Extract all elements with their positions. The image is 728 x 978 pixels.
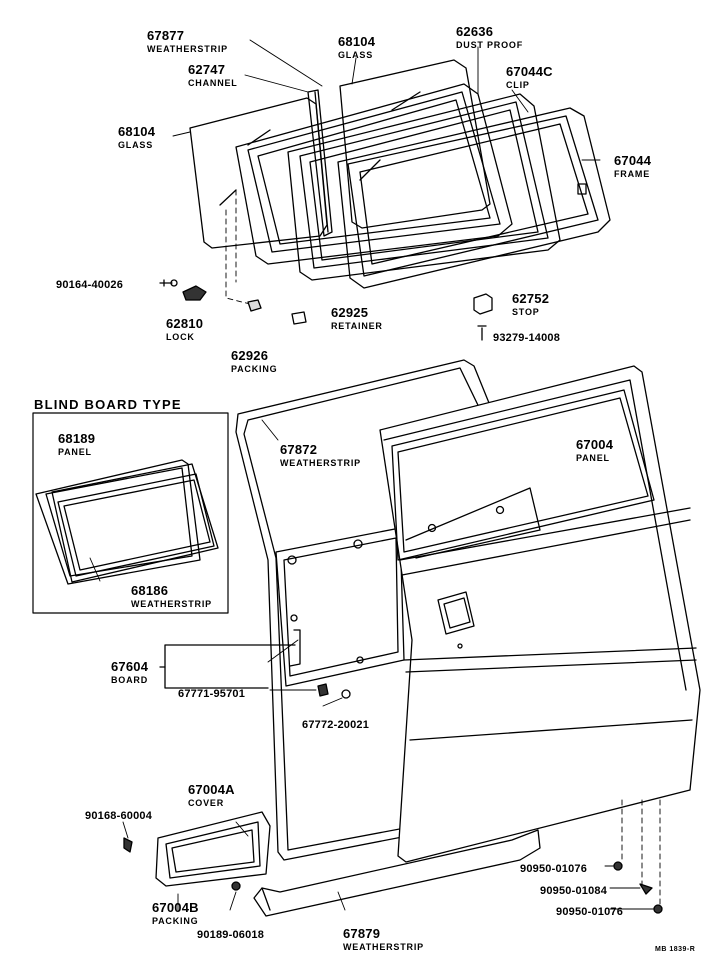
part-name: WEATHERSTRIP [147,44,228,54]
part-name: STOP [512,307,540,317]
part-name: FRAME [614,169,650,179]
trim-board [275,527,405,687]
label-90189: 90189-06018 [197,926,264,942]
part-name: DUST PROOF [456,40,524,50]
label-62926: 62926 PACKING [231,348,277,374]
label-67879: 67879 WEATHERSTRIP [343,926,424,952]
label-67604: 67604 BOARD [111,659,148,685]
part-name: GLASS [118,140,154,150]
part-number: 67872 [280,442,318,457]
part-number: 93279-14008 [493,332,561,344]
part-number: 62810 [166,316,204,331]
part-name: WEATHERSTRIP [343,942,424,952]
label-67877: 67877 WEATHERSTRIP [147,28,228,54]
label-93279: 93279-14008 [493,329,560,345]
part-number: 67004A [188,782,235,797]
dust-proof-frame [287,93,561,281]
part-name: WEATHERSTRIP [280,458,361,468]
board-bracket [159,644,296,668]
blind-board-box [32,412,229,614]
label-67004b: 67004B PACKING [152,900,199,926]
part-name: PACKING [231,364,278,374]
part-name: PANEL [576,453,610,463]
part-number: 62926 [231,348,269,363]
part-number: 90950-01076 [520,863,588,875]
part-name: LOCK [166,332,195,342]
part-number: 68186 [131,583,169,598]
part-number: 68104 [118,124,156,139]
blind-board-panel [35,459,219,585]
part-number: 67879 [343,926,381,941]
clip-fasteners [317,683,351,699]
part-number: 62925 [331,305,369,320]
part-number: 67004 [576,437,614,452]
part-name: RETAINER [331,321,383,331]
label-67771: 67771-95701 [178,685,245,701]
blind-board-title: BLIND BOARD TYPE [34,397,182,412]
label-90950-01076-b: 90950-01076 [556,903,623,919]
part-number: 90168-60004 [85,810,153,822]
part-number: 62636 [456,24,494,39]
label-62810: 62810 LOCK [166,316,203,342]
label-67872: 67872 WEATHERSTRIP [280,442,361,468]
label-62636: 62636 DUST PROOF [456,24,523,50]
part-name: CLIP [506,80,530,90]
part-number: 90950-01076 [556,906,624,918]
label-90950-01084: 90950-01084 [540,882,607,898]
frame-outer [337,107,611,289]
small-hardware [159,279,493,341]
label-67044: 67044 FRAME [614,153,651,179]
part-name: PANEL [58,447,92,457]
weatherstrip-inner [235,83,513,265]
channel [307,89,333,237]
drawing-code: MB 1839-R [655,946,696,953]
part-name: WEATHERSTRIP [131,599,212,609]
label-67004: 67004 PANEL [576,437,613,463]
part-number: 90950-01084 [540,885,608,897]
label-68104-upper: 68104 GLASS [338,34,375,60]
label-68186: 68186 WEATHERSTRIP [131,583,212,609]
label-90950-01076-a: 90950-01076 [520,860,587,876]
part-number: 67004B [152,900,199,915]
label-67044c: 67044C CLIP [506,64,553,90]
label-62747: 62747 CHANNEL [188,62,238,88]
cover-packing [123,811,271,891]
label-90168: 90168-60004 [85,807,152,823]
part-number: 67877 [147,28,185,43]
label-90164: 90164-40026 [56,276,123,292]
lower-weatherstrip [253,829,541,917]
leader-lines [89,39,655,911]
label-62752: 62752 STOP [512,291,549,317]
label-62925: 62925 RETAINER [331,305,383,331]
glass-left [189,97,328,249]
label-68189: 68189 PANEL [58,431,95,457]
label-67004a: 67004A COVER [188,782,235,808]
part-number: 67044C [506,64,553,79]
part-name: PACKING [152,916,199,926]
part-number: 67604 [111,659,149,674]
part-number: 68189 [58,431,96,446]
lower-fasteners [613,861,663,914]
part-number: 62752 [512,291,550,306]
part-number: 62747 [188,62,226,77]
part-number: 90189-06018 [197,929,265,941]
part-name: CHANNEL [188,78,238,88]
label-68104-left: 68104 GLASS [118,124,155,150]
part-number: 67771-95701 [178,688,246,700]
door-panel [379,365,701,863]
label-67772: 67772-20021 [302,716,369,732]
part-number: 67044 [614,153,652,168]
part-name: BOARD [111,675,148,685]
part-number: 68104 [338,34,376,49]
part-name: GLASS [338,50,374,60]
part-name: COVER [188,798,225,808]
part-number: 90164-40026 [56,279,124,291]
door-weatherstrip [235,359,501,861]
part-number: 67772-20021 [302,719,370,731]
